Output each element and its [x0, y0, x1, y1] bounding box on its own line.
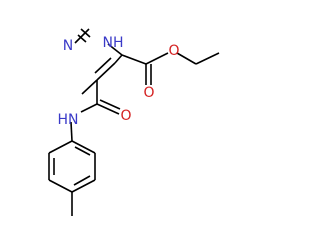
bond-ester-c-oh	[145, 52, 169, 65]
bond-c4-c5-double	[94, 57, 112, 74]
bond-amide-carbonyl	[96, 103, 120, 115]
bond-amide-carbonyl-double	[99, 99, 121, 110]
bond-c4-nh-ring	[114, 54, 123, 64]
atom-ester-o-single: O	[168, 43, 179, 59]
bond-ar4-ar5	[48, 179, 73, 193]
bond-c5-n1	[81, 79, 98, 95]
atom-amide-nh: HN	[58, 112, 79, 128]
bond-c2-n3	[74, 28, 90, 44]
bond-amide-carbon-n	[80, 103, 98, 113]
bond-c4-ester-carbon	[121, 54, 147, 65]
atom-imidazole-n: N	[63, 38, 73, 54]
bond-n-aryl	[70, 121, 73, 142]
atom-ester-o-double: O	[143, 85, 154, 101]
bond-ar3-ar4	[71, 179, 96, 193]
bond-ar1-ar2	[71, 140, 96, 154]
bond-ar6-ar1	[48, 140, 73, 154]
bond-n3-c4	[107, 43, 123, 56]
chemical-structure: NH N O O O HN	[48, 28, 220, 216]
bond-ar-inner-1	[74, 146, 91, 156]
bond-ethyl	[195, 52, 220, 65]
bond-ar-inner-2	[73, 175, 91, 186]
bond-o-ethyl	[176, 52, 197, 65]
bond-n1-c2-double	[77, 34, 87, 43]
atom-imidazole-nh: NH	[103, 35, 124, 51]
bond-c4-c5	[96, 62, 116, 81]
atom-amide-o: O	[120, 108, 131, 124]
molecule-canvas: NH N O O O HN	[48, 28, 220, 216]
